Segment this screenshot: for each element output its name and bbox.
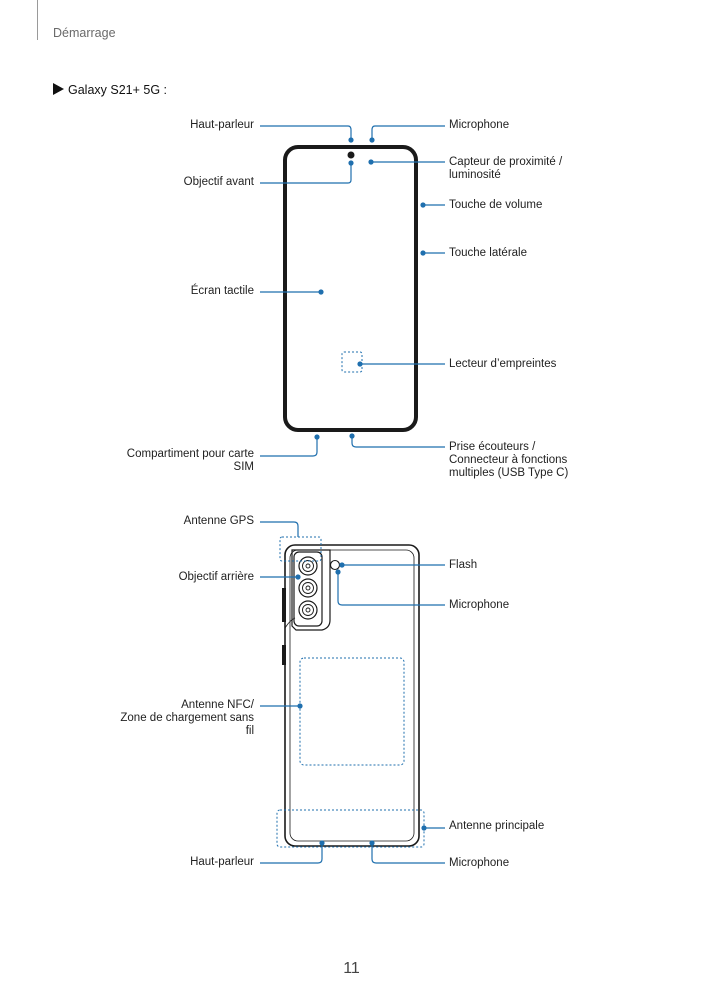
- front-phone: [283, 145, 418, 432]
- label-front-camera: Objectif avant: [183, 176, 254, 188]
- label-proximity-sensor: Capteur de proximité / luminosité: [449, 156, 563, 181]
- camera-housing-shape: [291, 549, 331, 631]
- label-volume-key: Touche de volume: [449, 199, 543, 211]
- back-phone: [282, 544, 420, 847]
- label-flash: Flash: [449, 559, 478, 571]
- label-back-microphone-bottom: Microphone: [449, 857, 510, 869]
- gps-antenna-zone: [279, 536, 322, 562]
- main-antenna-zone: [276, 809, 425, 848]
- volume-key-shape: [414, 186, 418, 222]
- back-callout-dots: [295, 562, 427, 846]
- bullet-triangle-icon: [53, 83, 64, 95]
- header-rule: [37, 0, 38, 40]
- section-title: Démarrage: [53, 26, 116, 40]
- label-main-antenna: Antenne principale: [449, 820, 545, 832]
- label-fingerprint: Lecteur d’empreintes: [449, 358, 557, 370]
- model-title: Galaxy S21+ 5G :: [53, 83, 167, 97]
- fingerprint-zone: [341, 351, 363, 373]
- label-sim-tray: Compartiment pour carte SIM: [126, 448, 254, 473]
- label-rear-camera: Objectif arrière: [178, 571, 254, 583]
- back-antenna-zones: [276, 536, 425, 848]
- label-front-speaker: Haut-parleur: [190, 119, 254, 131]
- back-side-key-shape: [282, 645, 286, 665]
- label-front-microphone: Microphone: [449, 119, 510, 131]
- side-key-shape: [414, 242, 418, 262]
- page-number: 11: [343, 960, 360, 977]
- camera-module: [293, 551, 323, 627]
- label-touchscreen: Écran tactile: [190, 285, 254, 297]
- front-callouts: [260, 125, 445, 457]
- back-volume-key-shape: [282, 588, 286, 622]
- front-phone-outline: [283, 145, 418, 432]
- model-title-text: Galaxy S21+ 5G :: [68, 83, 168, 97]
- label-side-key: Touche latérale: [449, 247, 527, 259]
- label-earphone-jack: Prise écouteurs / Connecteur à fonctions…: [449, 441, 569, 479]
- back-phone-outline: [284, 544, 420, 847]
- front-camera-shape: [347, 151, 355, 159]
- back-phone-inner: [289, 549, 415, 842]
- label-gps-antenna: Antenne GPS: [183, 515, 254, 527]
- flash-shape: [329, 559, 341, 571]
- nfc-antenna-zone: [299, 657, 405, 766]
- label-back-microphone-top: Microphone: [449, 599, 510, 611]
- front-callout-dots: [314, 137, 426, 440]
- label-nfc-antenna: Antenne NFC/ Zone de chargement sans fil: [120, 699, 254, 737]
- back-callouts: [260, 521, 445, 864]
- label-back-speaker: Haut-parleur: [190, 856, 254, 868]
